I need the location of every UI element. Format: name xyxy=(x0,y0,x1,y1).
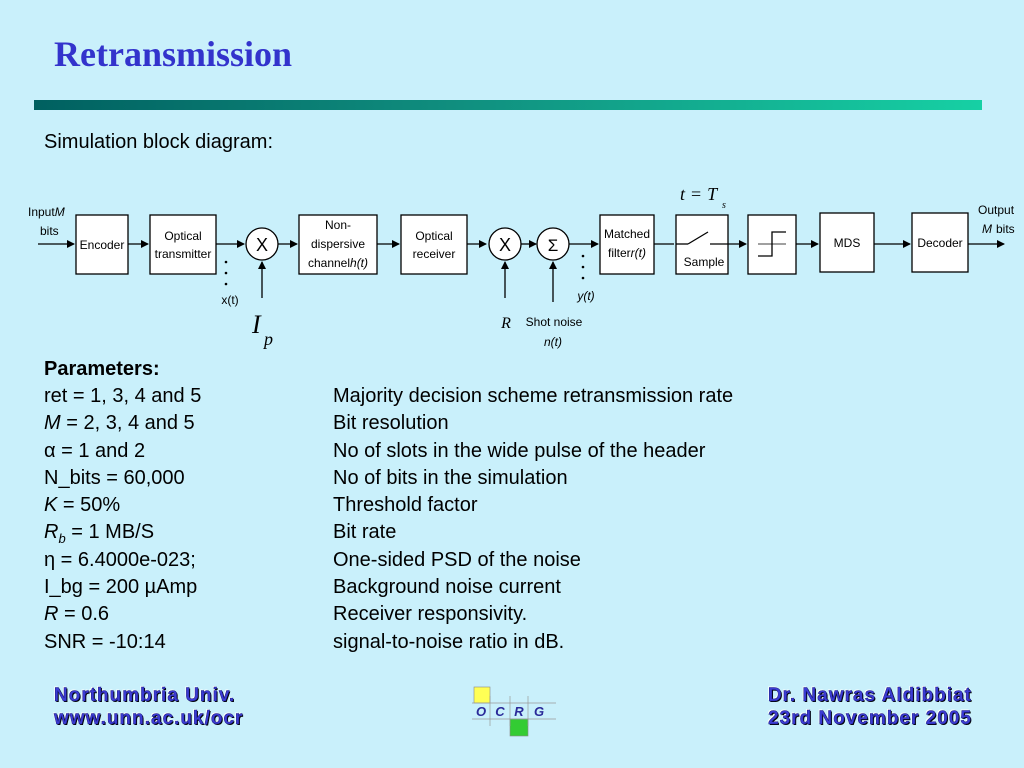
param-name: R = 0.6 xyxy=(44,603,110,626)
sample-label: Sample xyxy=(684,255,725,269)
yt-dot-3 xyxy=(581,276,585,280)
logo-letter-r: R xyxy=(514,704,524,719)
matched-line2: filterr(t) xyxy=(608,246,646,260)
sampler-switch xyxy=(687,231,709,245)
param-name: M = 2, 3, 4 and 5 xyxy=(44,412,195,435)
param-name: N_bits = 60,000 xyxy=(44,466,185,489)
ip-subscript: p xyxy=(262,329,273,349)
xt-dot-2 xyxy=(224,271,228,275)
logo-green-square xyxy=(509,718,529,737)
logo-letter-g: G xyxy=(534,704,544,719)
param-row: η = 6.4000e-023; One-sided PSD of the no… xyxy=(44,547,844,574)
channel-block xyxy=(298,214,378,275)
parameters-heading: Parameters: xyxy=(44,358,160,380)
diagram-caption: Simulation block diagram: xyxy=(44,131,273,153)
footer-date: 23rd November 2005 xyxy=(768,708,972,730)
footer-university: Northumbria Univ. xyxy=(54,685,236,707)
optical-rx-line2: receiver xyxy=(413,247,456,261)
channel-line3: channelh(t) xyxy=(308,256,368,270)
param-name: ret = 1, 3, 4 and 5 xyxy=(44,385,202,407)
param-name: η = 6.4000e-023; xyxy=(44,548,196,571)
encoder-label: Encoder xyxy=(80,238,125,252)
xt-dot-3 xyxy=(224,282,228,286)
r-label: R xyxy=(500,315,511,332)
encoder-block xyxy=(75,214,129,275)
block-diagram: InputM bits Encoder Optical transmitter … xyxy=(28,184,1015,349)
output-label-line1: Output xyxy=(978,203,1015,217)
multiplier-1-symbol: X xyxy=(256,235,268,255)
optical-rx-line1: Optical xyxy=(415,229,452,243)
param-row: α = 1 and 2 No of slots in the wide puls… xyxy=(44,438,844,465)
param-desc: signal-to-noise ratio in dB. xyxy=(333,630,565,653)
shot-noise-label: Shot noise xyxy=(526,315,583,329)
param-name: α = 1 and 2 xyxy=(44,439,146,462)
footer-website[interactable]: www.unn.ac.uk/ocr xyxy=(54,708,244,730)
mds-block xyxy=(819,212,875,273)
summer-symbol: Σ xyxy=(548,236,559,255)
param-name: SNR = -10:14 xyxy=(44,630,166,653)
ip-label: I xyxy=(251,310,262,339)
input-label-line1: InputM xyxy=(28,205,65,219)
multiplier-2-symbol: X xyxy=(499,235,511,255)
slide-title: Retransmission xyxy=(54,34,293,74)
logo-letter-o: O xyxy=(476,704,486,719)
param-row: I_bg = 200 µAmp Background noise current xyxy=(44,574,844,601)
matched-line1: Matched xyxy=(604,227,650,241)
sample-time-sub: s xyxy=(722,200,726,211)
xt-label: x(t) xyxy=(221,293,238,307)
param-desc: Threshold factor xyxy=(333,494,478,517)
nt-label: n(t) xyxy=(544,335,562,349)
decoder-block xyxy=(911,212,969,273)
footer-author: Dr. Nawras Aldibbiat xyxy=(767,685,972,707)
channel-line1: Non- xyxy=(325,218,351,232)
parameters-list: Parameters: ret = 1, 3, 4 and 5 Majority… xyxy=(44,356,844,656)
param-desc: Bit resolution xyxy=(333,412,449,435)
logo-yellow-square xyxy=(473,686,491,704)
param-row: ret = 1, 3, 4 and 5 Majority decision sc… xyxy=(44,383,844,410)
param-desc: Background noise current xyxy=(333,576,561,599)
param-row: N_bits = 60,000 No of bits in the simula… xyxy=(44,465,844,492)
xt-dot-1 xyxy=(224,260,228,264)
param-name: K = 50% xyxy=(44,494,121,517)
param-row: K = 50% Threshold factor xyxy=(44,492,844,519)
param-desc: One-sided PSD of the noise xyxy=(333,548,581,571)
param-row: SNR = -10:14 signal-to-noise ratio in dB… xyxy=(44,629,844,656)
yt-dot-2 xyxy=(581,265,585,269)
input-label-line2: bits xyxy=(40,224,59,238)
param-desc: No of slots in the wide pulse of the hea… xyxy=(333,439,706,462)
param-desc: Bit rate xyxy=(333,521,397,544)
param-name: Rb = 1 MB/S xyxy=(44,521,155,547)
yt-dot-1 xyxy=(581,254,585,258)
decoder-label: Decoder xyxy=(917,236,962,250)
param-desc: Receiver responsivity. xyxy=(333,603,528,626)
param-row: R = 0.6 Receiver responsivity. xyxy=(44,601,844,628)
optical-transmitter-block xyxy=(149,214,217,275)
param-name: I_bg = 200 µAmp xyxy=(44,576,198,599)
matched-filter-block xyxy=(599,214,655,275)
channel-line2: dispersive xyxy=(311,237,365,251)
yt-label: y(t) xyxy=(576,289,594,303)
logo-letter-c: C xyxy=(495,704,505,719)
mds-label: MDS xyxy=(834,236,861,250)
sample-time-eq: t=T xyxy=(680,184,719,204)
ocrg-logo: O C R G xyxy=(472,686,556,737)
param-row: M = 2, 3, 4 and 5 Bit resolution xyxy=(44,410,844,437)
param-desc: Majority decision scheme retransmission … xyxy=(333,385,734,407)
title-divider xyxy=(34,100,982,110)
optical-tx-line1: Optical xyxy=(164,229,201,243)
param-row: Rb = 1 MB/S Bit rate xyxy=(44,519,844,546)
param-desc: No of bits in the simulation xyxy=(333,466,568,489)
optical-tx-line2: transmitter xyxy=(155,247,212,261)
optical-receiver-block xyxy=(400,214,468,275)
